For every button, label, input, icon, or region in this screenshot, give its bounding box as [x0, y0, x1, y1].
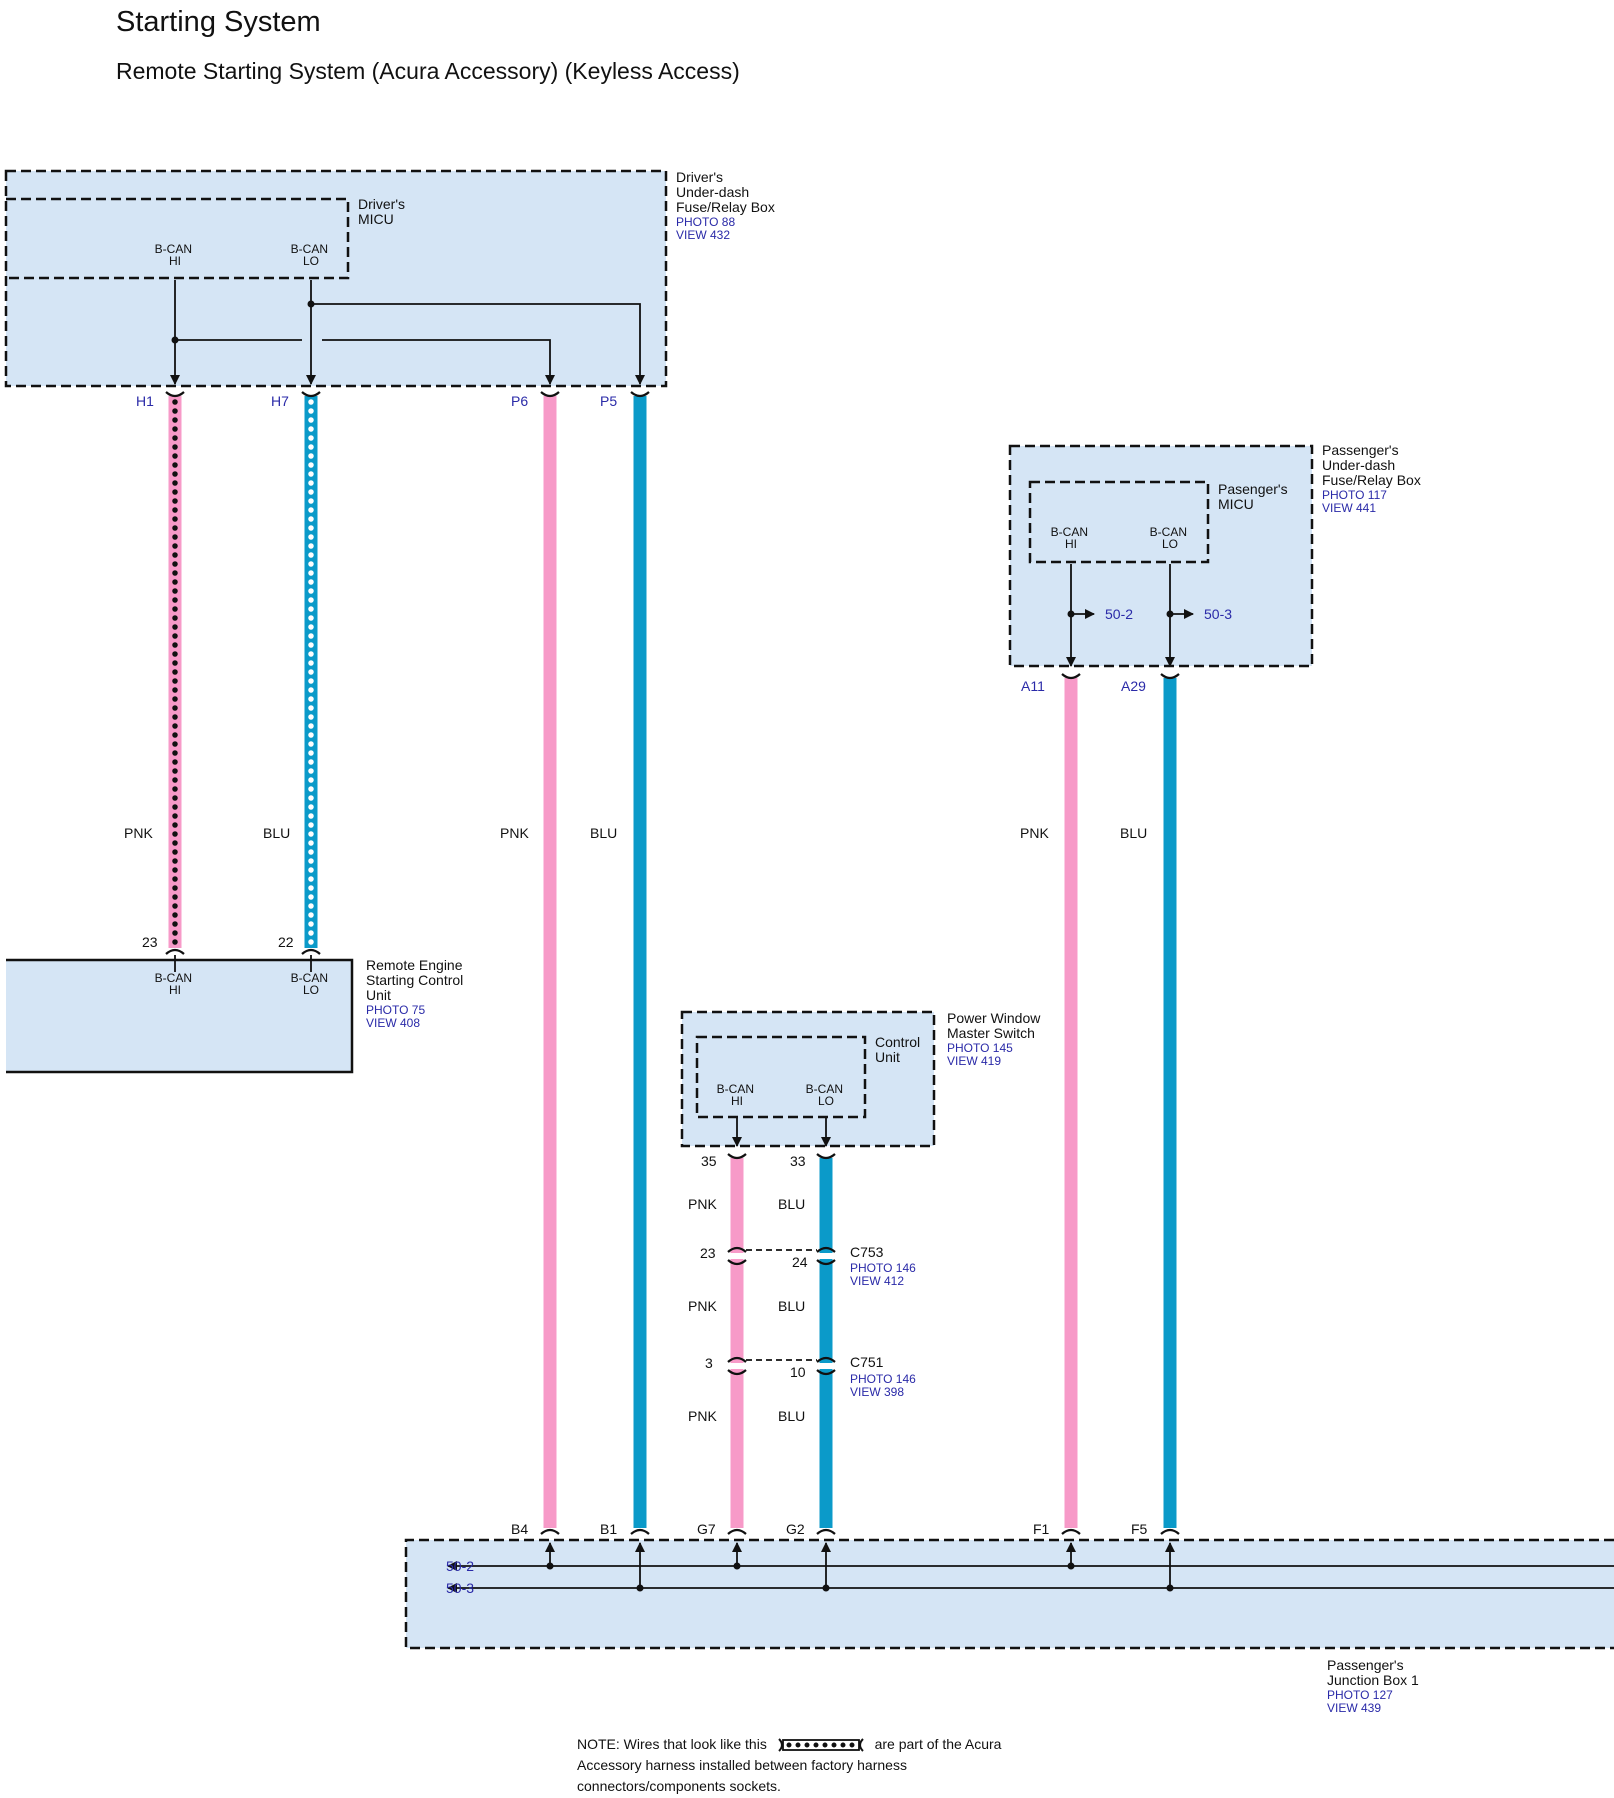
ref-50-2-link[interactable]: 50-2 — [446, 1558, 474, 1574]
pin-label: H1 — [136, 393, 154, 409]
power-window-switch-box — [680, 1010, 936, 1148]
terminal-caps — [165, 391, 1180, 1535]
svg-text:BLU: BLU — [778, 1408, 805, 1424]
passenger-box-name: Passenger's Under-dash Fuse/Relay Box — [1322, 442, 1421, 488]
pin-label: 23 — [142, 934, 158, 950]
passenger-box-photo[interactable]: PHOTO 117 — [1322, 488, 1387, 502]
pin-label: 22 — [278, 934, 294, 950]
svg-text:PNK: PNK — [688, 1298, 717, 1314]
connector-c753-view[interactable]: VIEW 412 — [850, 1274, 904, 1288]
pin-label: 33 — [790, 1153, 806, 1169]
connector-c753-photo[interactable]: PHOTO 146 — [850, 1261, 916, 1275]
passenger-micu-name: Pasenger's MICU — [1218, 481, 1292, 512]
svg-text:BLU: BLU — [1120, 825, 1147, 841]
pin-label: F5 — [1131, 1521, 1148, 1537]
svg-text:BLU: BLU — [778, 1196, 805, 1212]
ref-50-3-link[interactable]: 50-3 — [446, 1580, 474, 1596]
harness-note: NOTE: Wires that look like this are part… — [577, 1734, 1057, 1797]
power-window-name: Power Window Master Switch — [947, 1010, 1044, 1041]
svg-text:PNK: PNK — [688, 1196, 717, 1212]
remote-unit-lo-label: B-CAN LO — [291, 971, 332, 997]
connector-c751-photo[interactable]: PHOTO 146 — [850, 1372, 916, 1386]
remote-unit-internal-lines — [174, 955, 312, 972]
connector-pin: 24 — [792, 1254, 808, 1270]
svg-text:PNK: PNK — [688, 1408, 717, 1424]
remote-unit-name: Remote Engine Starting Control Unit — [366, 957, 467, 1003]
junction-box-photo[interactable]: PHOTO 127 — [1327, 1688, 1393, 1702]
junction-box-view[interactable]: VIEW 439 — [1327, 1701, 1381, 1715]
driver-internal-lines — [170, 280, 645, 385]
driver-micu-lo-label: B-CAN LO — [291, 242, 332, 268]
splice-dot — [307, 300, 315, 308]
control-unit-name: Control Unit — [875, 1034, 924, 1065]
splice-dot — [1067, 610, 1075, 618]
remote-unit-hi-label: B-CAN HI — [155, 971, 196, 997]
control-unit-lo-label: B-CAN LO — [806, 1082, 847, 1108]
connector-pin: 10 — [790, 1364, 806, 1380]
connector-c751-view[interactable]: VIEW 398 — [850, 1385, 904, 1399]
control-unit — [695, 1035, 867, 1119]
junction-splice-dots — [546, 1562, 1174, 1592]
wire-color-labels: PNK BLU PNK BLU PNK BLU PNK BLU PNK BLU … — [124, 825, 1147, 1424]
svg-text:BLU: BLU — [590, 825, 617, 841]
junction-box — [404, 1538, 1614, 1650]
junction-box-name: Passenger's Junction Box 1 — [1327, 1657, 1419, 1688]
splice-dot — [1166, 610, 1174, 618]
power-window-internal-lines — [732, 1118, 831, 1147]
driver-micu — [6, 197, 350, 280]
pin-label: G2 — [786, 1521, 805, 1537]
svg-text:PNK: PNK — [124, 825, 153, 841]
power-window-photo[interactable]: PHOTO 145 — [947, 1041, 1013, 1055]
svg-text:BLU: BLU — [263, 825, 290, 841]
connector-c751-name: C751 — [850, 1354, 884, 1370]
connector-c753-name: C753 — [850, 1244, 884, 1260]
pin-label: F1 — [1033, 1521, 1050, 1537]
splice-dot — [171, 336, 179, 344]
pin-label: G7 — [697, 1521, 716, 1537]
remote-unit-photo[interactable]: PHOTO 75 — [366, 1003, 425, 1017]
ref-50-3-link[interactable]: 50-3 — [1204, 606, 1232, 622]
remote-engine-unit-box — [6, 958, 354, 1074]
note-text-after: are part of the Acura Accessory harness … — [577, 1736, 1002, 1795]
passenger-micu-lo-label: B-CAN LO — [1150, 525, 1191, 551]
driver-micu-name: Driver's MICU — [358, 196, 409, 227]
pin-label: P5 — [600, 393, 617, 409]
remote-unit-view[interactable]: VIEW 408 — [366, 1016, 420, 1030]
pin-label: A29 — [1121, 678, 1146, 694]
connector-dashes — [746, 1249, 817, 1361]
page-subtitle: Remote Starting System (Acura Accessory)… — [116, 58, 740, 84]
pin-label: B1 — [600, 1521, 617, 1537]
passenger-micu — [1028, 480, 1210, 564]
passenger-box-view[interactable]: VIEW 441 — [1322, 501, 1376, 515]
connector-gaps — [728, 1253, 835, 1369]
svg-text:PNK: PNK — [500, 825, 529, 841]
passenger-fuse-box — [1008, 444, 1314, 668]
driver-box-photo[interactable]: PHOTO 88 — [676, 215, 735, 229]
pin-label: P6 — [511, 393, 528, 409]
power-window-view[interactable]: VIEW 419 — [947, 1054, 1001, 1068]
svg-text:BLU: BLU — [778, 1298, 805, 1314]
pin-label: H7 — [271, 393, 289, 409]
connector-pin: 3 — [705, 1355, 713, 1371]
driver-micu-hi-label: B-CAN HI — [155, 242, 196, 268]
pin-label: 35 — [701, 1153, 717, 1169]
pin-label: A11 — [1021, 678, 1045, 694]
passenger-micu-hi-label: B-CAN HI — [1051, 525, 1092, 551]
connector-pin: 23 — [700, 1245, 716, 1261]
page-title: Starting System — [116, 6, 321, 38]
svg-text:PNK: PNK — [1020, 825, 1049, 841]
driver-fuse-box — [4, 169, 668, 388]
driver-box-name: Driver's Under-dash Fuse/Relay Box — [676, 169, 775, 215]
note-text-before: NOTE: Wires that look like this — [577, 1736, 767, 1752]
accessory-harness-icon — [777, 1738, 864, 1753]
control-unit-hi-label: B-CAN HI — [717, 1082, 758, 1108]
pin-label: B4 — [511, 1521, 528, 1537]
driver-box-view[interactable]: VIEW 432 — [676, 228, 730, 242]
ref-50-2-link[interactable]: 50-2 — [1105, 606, 1133, 622]
